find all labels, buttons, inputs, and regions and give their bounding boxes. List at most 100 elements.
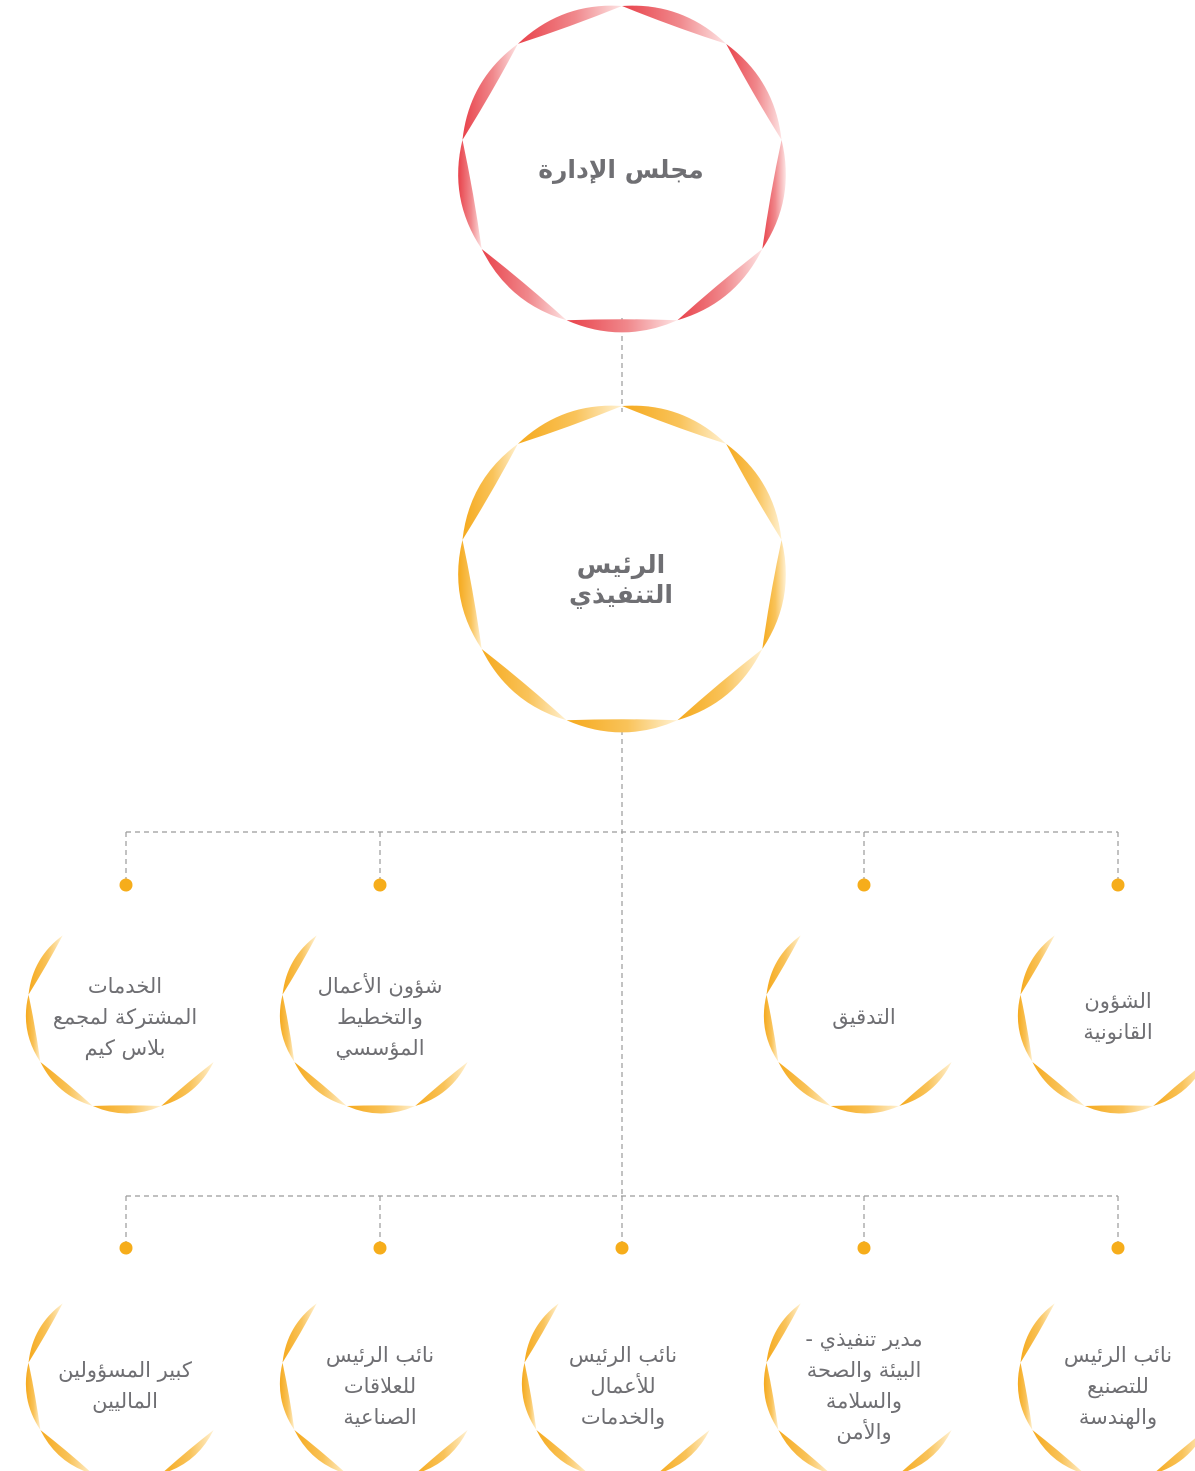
node-label-line: والخدمات bbox=[580, 1404, 666, 1429]
node-label-line: القانونية bbox=[1083, 1020, 1153, 1044]
node-label-line: المشتركة لمجمع bbox=[52, 1004, 198, 1029]
ring-petal bbox=[40, 1430, 90, 1471]
ring-petal bbox=[1153, 1070, 1195, 1106]
ring-petal bbox=[415, 1062, 468, 1106]
ring-petal bbox=[766, 1303, 801, 1363]
ring-petal bbox=[1020, 1303, 1055, 1363]
shared-services-node: الخدمات المشتركة لمجمع بلاس كيم bbox=[15, 942, 235, 1092]
ring-petal bbox=[1017, 994, 1033, 1062]
node-label-line: مدير تنفيذي - bbox=[805, 1327, 923, 1351]
node-label-line: نائب الرئيس bbox=[325, 1342, 435, 1367]
ring-petal bbox=[536, 1430, 586, 1471]
vp-manufacturing-node: نائب الرئيس للتصنيع والهندسة bbox=[1008, 1311, 1195, 1461]
node-label-line: البيئة والصحة bbox=[806, 1358, 922, 1382]
board-label: مجلس الإدارة bbox=[538, 155, 704, 184]
ring-petal bbox=[462, 443, 518, 540]
ring-petal bbox=[1156, 1438, 1195, 1471]
node-label-line: بلاس كيم bbox=[84, 1035, 166, 1060]
ring-petal bbox=[1032, 1430, 1082, 1471]
ring-petal bbox=[294, 1062, 347, 1106]
audit-node: التدقيق bbox=[754, 942, 974, 1092]
ring-petal bbox=[899, 1062, 952, 1106]
ring-petal bbox=[1032, 1062, 1085, 1106]
ring-petal bbox=[622, 5, 727, 44]
ring-petal bbox=[294, 1430, 344, 1471]
node-label-line: والتخطيط bbox=[337, 1004, 423, 1029]
connector-dot bbox=[1111, 1241, 1125, 1255]
connector-dot bbox=[119, 1241, 133, 1255]
business-planning-node: شؤون الأعمال والتخطيط المؤسسي bbox=[270, 942, 490, 1092]
ring-petal bbox=[778, 1062, 831, 1106]
node-rings bbox=[25, 5, 1195, 1471]
ring-petal bbox=[1020, 935, 1055, 995]
node-label-line: كبير المسؤولين bbox=[58, 1358, 192, 1382]
ring-petal bbox=[762, 139, 786, 249]
ring-petal bbox=[524, 1303, 559, 1363]
ring-petal bbox=[481, 649, 567, 721]
ring-petal bbox=[517, 5, 622, 44]
board-node: مجلس الإدارة bbox=[471, 130, 771, 210]
ring-petal bbox=[622, 405, 727, 444]
connector-lines bbox=[125, 318, 1119, 1243]
ceo-label-line1: الرئيس bbox=[576, 550, 666, 579]
ring-petal bbox=[521, 1362, 537, 1430]
node-label-line: شؤون الأعمال bbox=[317, 973, 443, 998]
ring-petal bbox=[161, 1062, 214, 1106]
ring-petal bbox=[726, 443, 782, 540]
node-label-line: نائب الرئيس bbox=[1063, 1342, 1173, 1367]
ring-petal bbox=[25, 1362, 41, 1430]
ring-petal bbox=[481, 249, 567, 321]
ring-petal bbox=[28, 1303, 63, 1363]
ring-petal bbox=[92, 1105, 162, 1114]
ring-petal bbox=[25, 994, 41, 1062]
node-label-line: نائب الرئيس bbox=[568, 1342, 678, 1367]
node-label-line: الماليين bbox=[92, 1389, 158, 1413]
ring-petal bbox=[462, 43, 518, 140]
connector-dot bbox=[857, 878, 871, 892]
ring-petal bbox=[164, 1430, 214, 1471]
ring-petal bbox=[1017, 1362, 1033, 1430]
ceo-label-line2: التنفيذي bbox=[569, 580, 673, 609]
node-label-line: الشؤون bbox=[1084, 989, 1152, 1013]
ehss-director-node: مدير تنفيذي - البيئة والصحة والسلامة وال… bbox=[754, 1311, 974, 1461]
ring-petal bbox=[1084, 1105, 1154, 1114]
node-label-line: المؤسسي bbox=[335, 1035, 425, 1060]
node-label-line: والسلامة bbox=[825, 1389, 903, 1413]
ring-petal bbox=[28, 935, 63, 995]
ring-petal bbox=[458, 139, 482, 249]
ring-petal bbox=[40, 1062, 93, 1106]
ring-petal bbox=[279, 994, 295, 1062]
ring-petal bbox=[346, 1105, 416, 1114]
ring-petal bbox=[902, 1430, 952, 1471]
node-label-line: الخدمات bbox=[87, 973, 163, 998]
node-label-line: للعلاقات bbox=[343, 1373, 417, 1398]
ring-petal bbox=[517, 405, 622, 444]
ring-petal bbox=[726, 43, 782, 140]
ring-petal bbox=[778, 1430, 828, 1471]
ring-petal bbox=[763, 994, 779, 1062]
ring-petal bbox=[830, 1105, 900, 1114]
node-label-line: والهندسة bbox=[1078, 1404, 1158, 1429]
ring-petal bbox=[566, 719, 678, 733]
legal-affairs-node: الشؤون القانونية bbox=[1008, 942, 1195, 1092]
ring-petal bbox=[282, 1303, 317, 1363]
ring-petal bbox=[418, 1430, 468, 1471]
ring-petal bbox=[279, 1362, 295, 1430]
ring-petal bbox=[566, 319, 678, 333]
connector-dot bbox=[373, 878, 387, 892]
ring-petal bbox=[282, 935, 317, 995]
ring-petal bbox=[458, 539, 482, 649]
node-label-line: للأعمال bbox=[590, 1373, 656, 1398]
ring-petal bbox=[762, 539, 786, 649]
connector-dot bbox=[615, 1241, 629, 1255]
node-label-line: الصناعية bbox=[343, 1404, 417, 1429]
node-label-line: والأمن bbox=[836, 1420, 892, 1444]
vp-industrial-relations-node: نائب الرئيس للعلاقات الصناعية bbox=[270, 1311, 490, 1461]
node-label-line: للتصنيع bbox=[1087, 1373, 1149, 1398]
connector-dot bbox=[857, 1241, 871, 1255]
ceo-node: الرئيس التنفيذي bbox=[471, 530, 771, 630]
ring-petal bbox=[677, 249, 763, 321]
connector-dot bbox=[119, 878, 133, 892]
ring-petal bbox=[660, 1430, 710, 1471]
